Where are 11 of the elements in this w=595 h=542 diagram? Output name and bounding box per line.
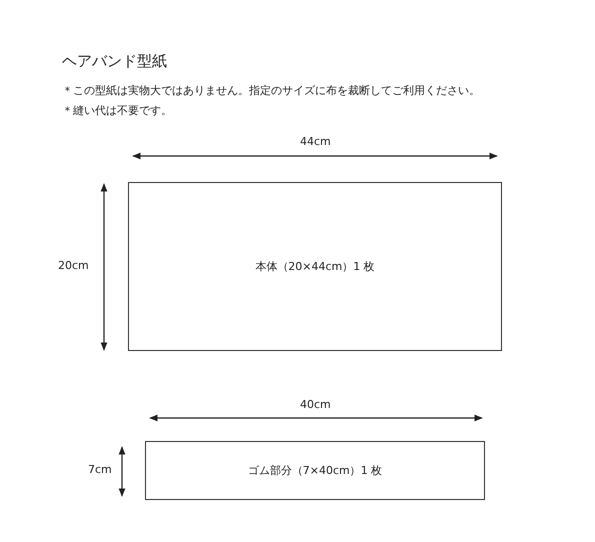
pattern-piece <box>128 182 502 351</box>
dimension-label: 7cm <box>88 463 112 476</box>
note-text: ＊この型紙は実物大ではありません。指定のサイズに布を裁断してご利用ください。 <box>62 83 480 98</box>
piece-label: 本体（20×44cm）1 枚 <box>255 259 375 274</box>
dimension-label: 40cm <box>300 398 331 411</box>
dimension-label: 44cm <box>300 135 331 148</box>
dimension-label: 20cm <box>58 259 89 272</box>
note-text: ＊縫い代は不要です。 <box>62 103 172 118</box>
title: ヘアバンド型紙 <box>62 52 167 71</box>
piece-label: ゴム部分（7×40cm）1 枚 <box>248 463 382 478</box>
pattern-piece <box>145 441 485 500</box>
